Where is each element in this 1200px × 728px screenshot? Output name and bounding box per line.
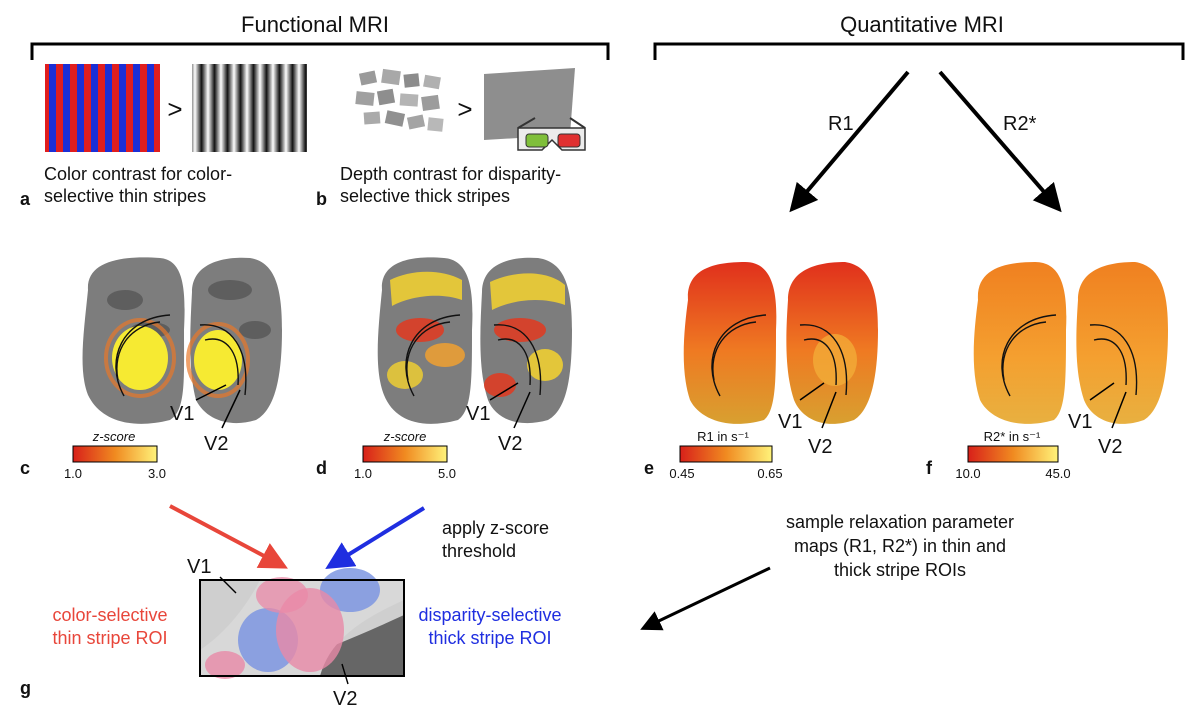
color-roi-line1: color-selective: [52, 605, 167, 625]
g-v2-pointer: [341, 663, 349, 685]
r2star-arrow-label: R2*: [1003, 113, 1037, 135]
panel-letter-d: d: [316, 458, 327, 478]
f-colorbar-title: R2* in s⁻¹: [984, 429, 1041, 444]
caption-a-line2: selective thin stripes: [44, 186, 206, 206]
c-colorbar: [72, 445, 158, 463]
sample-arrow: [640, 566, 771, 631]
f-colorbar: [967, 445, 1059, 463]
f-colorbar-min: 10.0: [955, 466, 980, 481]
e-v2-label: V2: [808, 436, 832, 458]
scattered-planes-stimulus: [355, 68, 444, 132]
c-colorbar-min: 1.0: [64, 466, 82, 481]
d-v1-pointer: [489, 382, 519, 401]
threshold-line2: threshold: [442, 541, 516, 561]
blue-threshold-arrow: [325, 506, 426, 569]
d-v2-pointer: [513, 391, 531, 429]
e-colorbar-title: R1 in s⁻¹: [697, 429, 749, 444]
disparity-roi-line2: thick stripe ROI: [428, 628, 551, 648]
caption-b-line1: Depth contrast for disparity-: [340, 164, 561, 184]
brain-map-e: [683, 262, 878, 424]
sample-line1: sample relaxation parameter: [786, 512, 1014, 532]
f-v1-pointer: [1089, 382, 1115, 401]
f-colorbar-max: 45.0: [1045, 466, 1070, 481]
panel-letter-b: b: [316, 189, 327, 209]
e-v2-pointer: [821, 391, 837, 429]
r1-arrow: [789, 70, 910, 213]
caption-b-line2: selective thick stripes: [340, 186, 510, 206]
sample-line3: thick stripe ROIs: [834, 560, 966, 580]
f-v2-pointer: [1111, 391, 1127, 429]
caption-a-line1: Color contrast for color-: [44, 164, 232, 184]
brain-map-d: [377, 257, 572, 424]
greater-than-b: >: [457, 94, 472, 124]
grating-stimulus: [192, 64, 307, 152]
d-colorbar-title: z-score: [383, 429, 427, 444]
g-v1-label: V1: [187, 556, 211, 578]
d-colorbar-max: 5.0: [438, 466, 456, 481]
brain-map-f: [973, 262, 1168, 424]
c-colorbar-max: 3.0: [148, 466, 166, 481]
3d-glasses-icon: [517, 117, 586, 151]
f-v2-label: V2: [1098, 436, 1122, 458]
red-threshold-arrow: [169, 504, 288, 569]
d-v2-label: V2: [498, 433, 522, 455]
g-v1-pointer: [219, 576, 237, 594]
panel-letter-g: g: [20, 678, 31, 698]
threshold-line1: apply z-score: [442, 518, 549, 538]
panel-letter-a: a: [20, 189, 31, 209]
quantitative-bracket: [653, 42, 1185, 60]
e-v1-pointer: [799, 382, 825, 401]
disparity-roi-line1: disparity-selective: [418, 605, 561, 625]
d-colorbar: [362, 445, 448, 463]
e-v1-label: V1: [778, 411, 802, 433]
functional-bracket: [30, 42, 610, 60]
e-colorbar-max: 0.65: [757, 466, 782, 481]
r1-arrow-label: R1: [828, 113, 854, 135]
d-colorbar-min: 1.0: [354, 466, 372, 481]
e-colorbar: [679, 445, 773, 463]
color-stripe-stimulus: [45, 64, 160, 152]
panel-letter-e: e: [644, 458, 654, 478]
sample-line2: maps (R1, R2*) in thin and: [794, 536, 1006, 556]
brain-map-c: [82, 257, 282, 424]
r2star-arrow: [938, 70, 1062, 213]
e-colorbar-min: 0.45: [669, 466, 694, 481]
d-v1-label: V1: [466, 403, 490, 425]
f-v1-label: V1: [1068, 411, 1092, 433]
panel-letter-f: f: [926, 458, 933, 478]
c-v2-pointer: [221, 389, 241, 429]
g-v2-label: V2: [333, 688, 357, 710]
color-roi-line2: thin stripe ROI: [52, 628, 167, 648]
c-v2-label: V2: [204, 433, 228, 455]
panel-letter-c: c: [20, 458, 30, 478]
greater-than-a: >: [167, 94, 182, 124]
c-v1-label: V1: [170, 403, 194, 425]
roi-diagram: [199, 568, 405, 679]
c-v1-pointer: [195, 384, 227, 401]
quantitative-mri-header: Quantitative MRI: [840, 12, 1004, 37]
functional-mri-header: Functional MRI: [241, 12, 389, 37]
c-colorbar-title: z-score: [92, 429, 136, 444]
flat-plane-stimulus: [484, 68, 575, 140]
